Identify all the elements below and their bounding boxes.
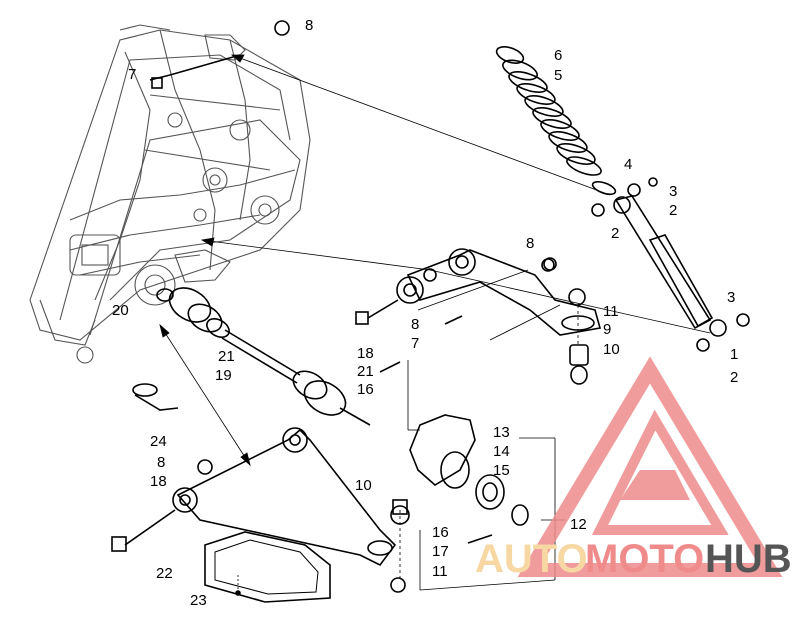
callout-14: 14 [493,443,510,460]
callout-8: 8 [157,454,165,471]
callout-15: 15 [493,462,510,479]
callout-23: 23 [190,592,207,609]
ball-joint-icon [569,344,589,385]
leader-lines [159,54,711,593]
callout-3: 3 [727,289,735,306]
nut-icon [197,20,658,475]
automotohub-watermark: AUTO MOTO HUB [475,356,792,581]
callout-10: 10 [355,477,372,494]
callout-12: 12 [570,516,587,533]
atv-frame-drawing [29,24,311,364]
callout-5: 5 [554,67,562,84]
callout-2: 2 [669,202,677,219]
callout-2: 2 [611,225,619,242]
upper-a-arm-icon [396,248,602,336]
callout-11: 11 [432,563,448,580]
callout-22: 22 [156,565,173,582]
callout-18: 18 [150,473,167,490]
callout-2: 2 [730,369,738,386]
steering-knuckle-icon [409,414,529,526]
watermark-moto: MOTO [585,537,704,581]
callout-17: 17 [432,543,449,560]
cv-axle-icon [156,287,371,426]
callout-7: 7 [411,335,419,352]
callout-1: 1 [730,346,738,363]
callout-11: 11 [603,303,619,320]
callout-numbers: 8 7 6 5 4 3 2 2 8 3 20 11 9 8 7 10 1 2 2… [112,17,738,609]
callout-19: 19 [215,367,232,384]
callout-20: 20 [112,302,129,319]
callout-16: 16 [357,381,374,398]
callout-4: 4 [624,156,632,173]
callout-7: 7 [128,66,136,83]
skid-plate-icon [204,531,331,603]
callout-21: 21 [218,348,235,365]
callout-13: 13 [493,424,510,441]
callout-21: 21 [357,363,374,380]
callout-18: 18 [357,345,374,362]
bolt-icon [111,54,493,552]
automotohub-logo-icon [517,356,783,577]
callout-16: 16 [432,524,449,541]
coil-spring-icon [495,46,617,196]
callout-8: 8 [526,235,534,252]
callout-6: 6 [554,47,562,64]
watermark-hub: HUB [705,537,792,581]
shock-absorber-icon [591,183,750,352]
callout-8: 8 [411,316,419,333]
callout-10: 10 [603,341,620,358]
callout-3: 3 [669,183,677,200]
watermark-auto: AUTO [475,537,588,581]
callout-8: 8 [305,17,313,34]
callout-9: 9 [603,321,611,338]
callout-24: 24 [150,433,167,450]
lower-a-arm-icon [172,427,410,593]
